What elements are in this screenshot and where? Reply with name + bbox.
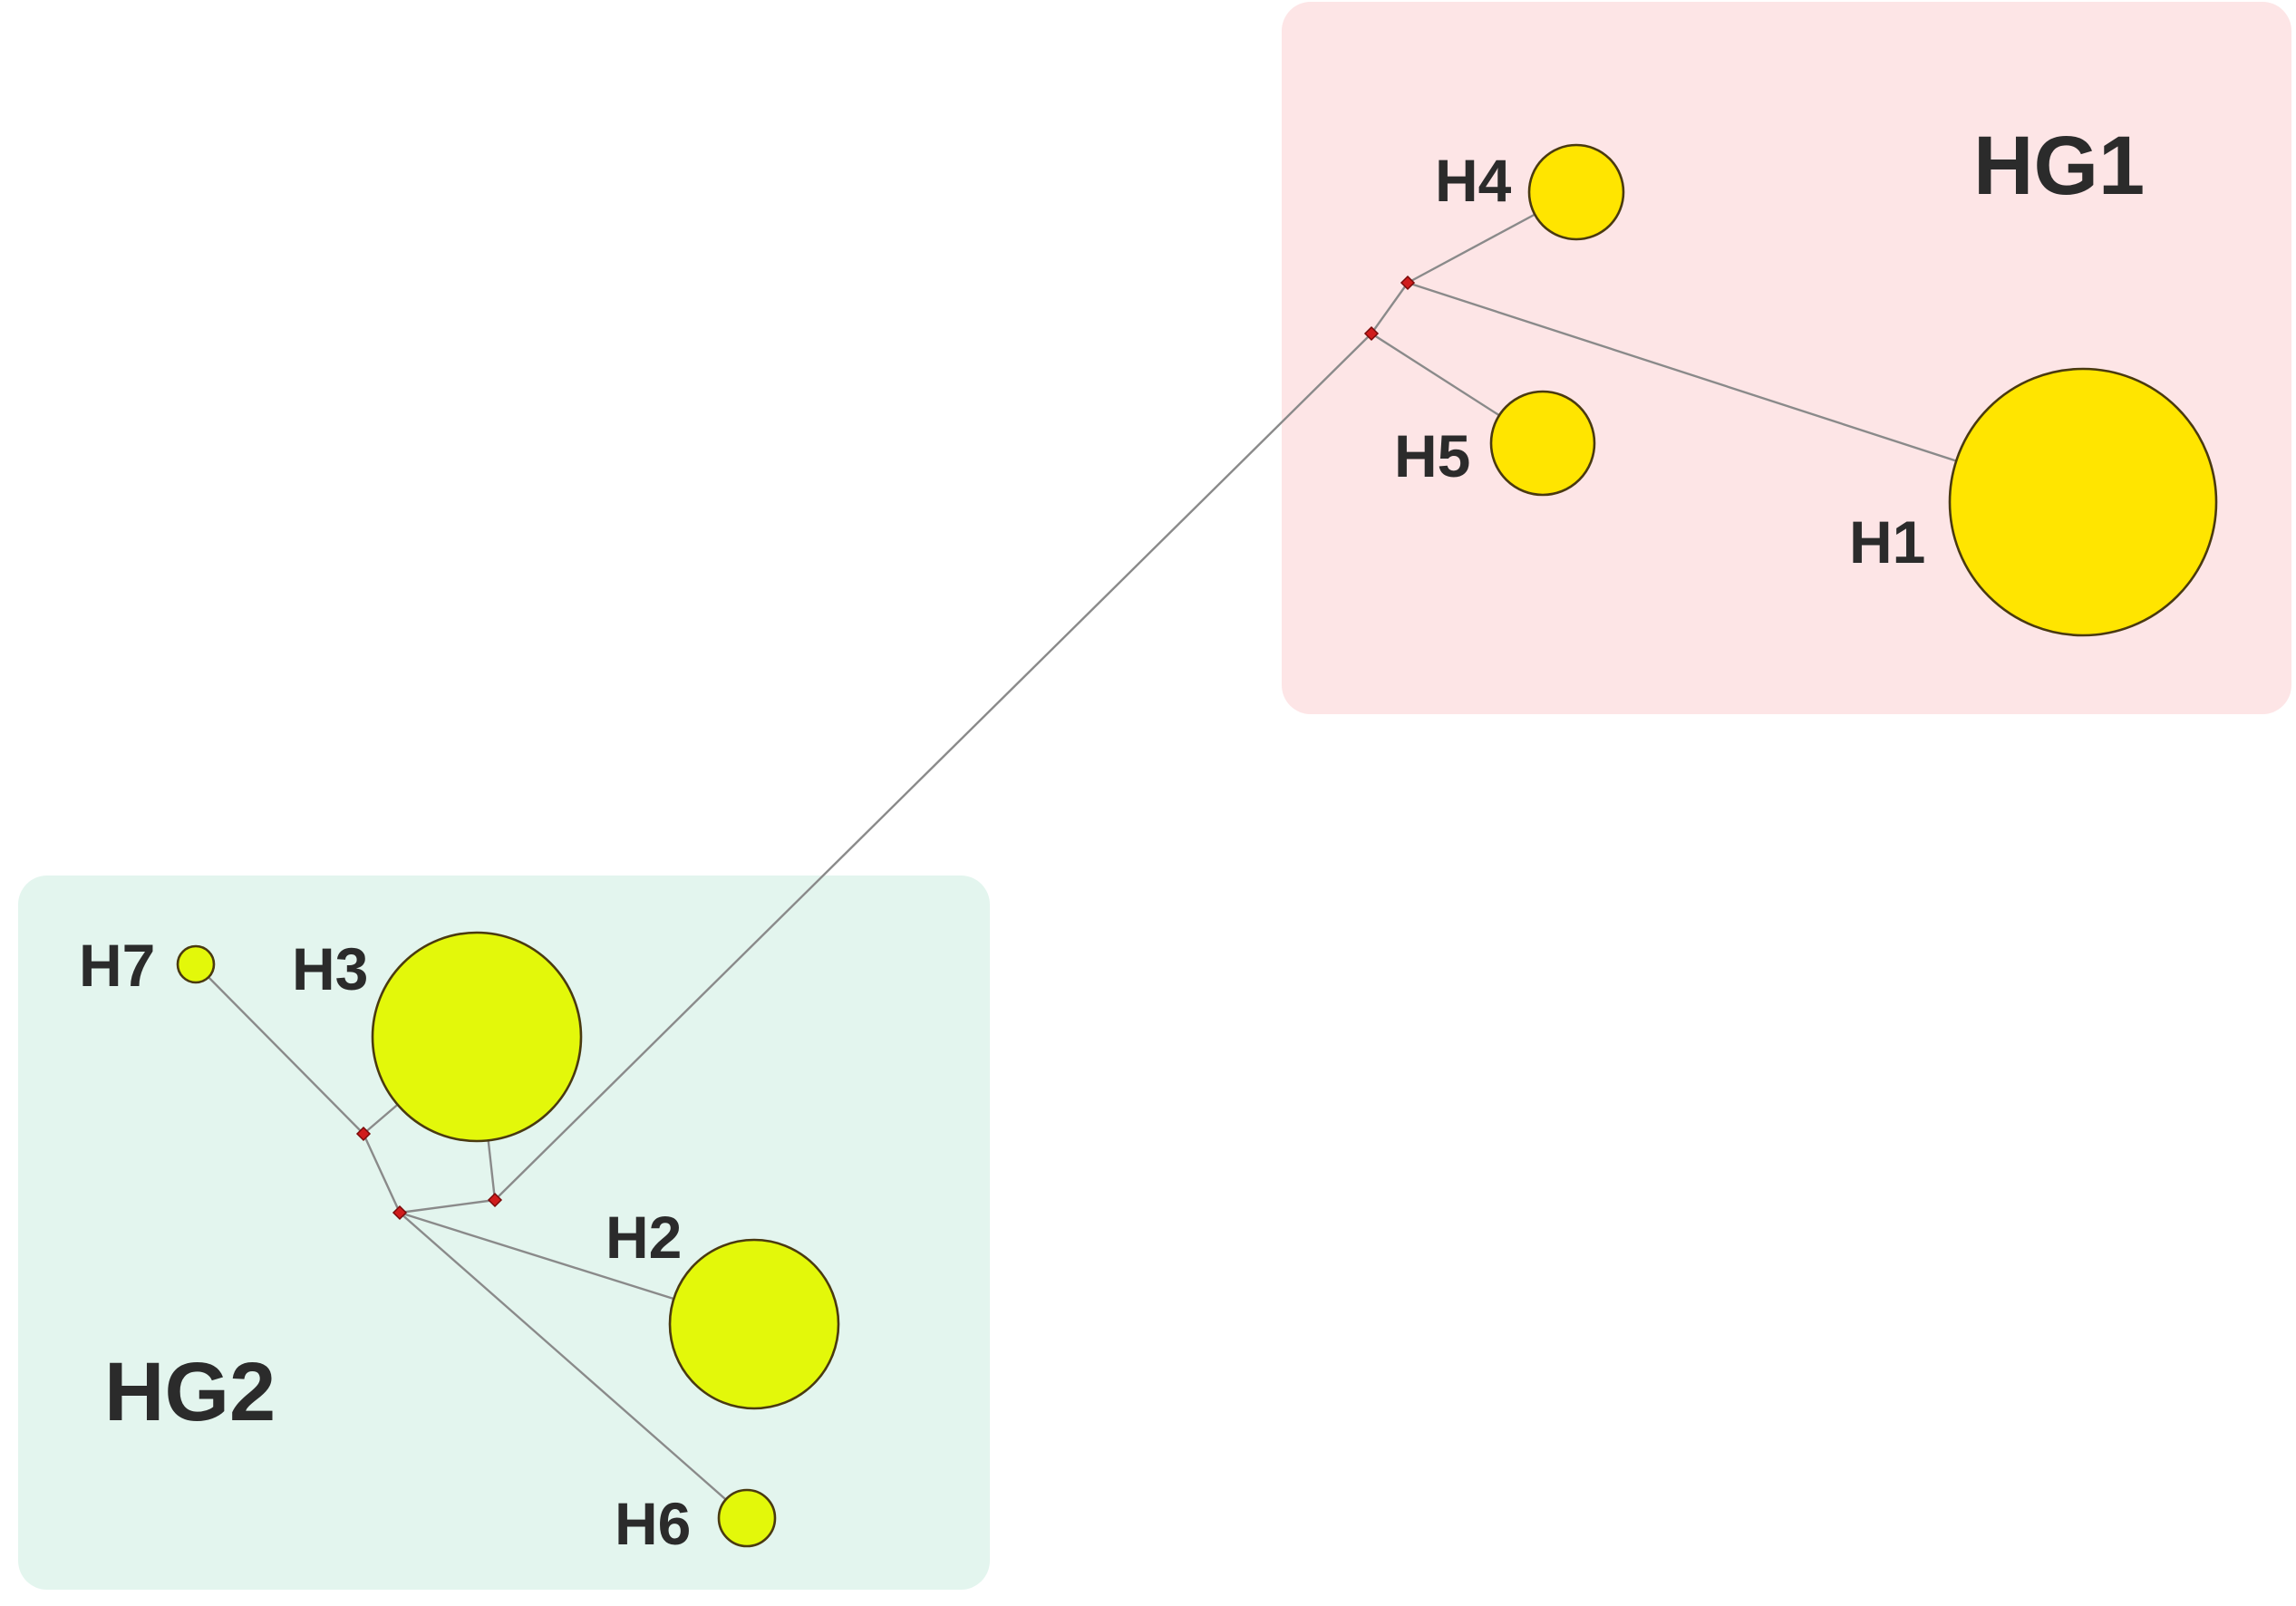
haplotype-label-h6: H6 <box>615 1490 691 1557</box>
haplotype-label-h2: H2 <box>605 1204 682 1271</box>
haplotype-label-h1: H1 <box>1849 508 1925 576</box>
edge-mv4-h6 <box>399 1212 748 1519</box>
haplotype-label-h5: H5 <box>1394 422 1470 489</box>
haplotype-node-h4 <box>1527 143 1625 241</box>
median-vector-mv2 <box>1363 325 1380 342</box>
group-label-hg2: HG2 <box>104 1346 276 1438</box>
median-vectors <box>355 275 1416 1221</box>
haplotype-label-h7: H7 <box>79 932 155 999</box>
haplotype-node-h5 <box>1489 390 1596 497</box>
haplotype-node-h7 <box>176 944 216 984</box>
edge-mv1-mv2 <box>1371 282 1409 334</box>
edge-mv3-mv4 <box>362 1133 402 1214</box>
median-vector-mv5 <box>487 1192 503 1208</box>
haplotype-node-h1 <box>1948 367 2218 637</box>
group-box-hg2 <box>18 876 990 1590</box>
haplotype-label-h4: H4 <box>1435 147 1512 214</box>
median-vector-mv1 <box>1400 275 1416 291</box>
haplotype-nodes <box>176 143 2218 1548</box>
median-vector-mv4 <box>392 1204 408 1221</box>
haplotype-label-h3: H3 <box>292 935 368 1002</box>
group-label-hg1: HG1 <box>1973 120 2145 212</box>
edge-mv4-mv5 <box>399 1198 496 1214</box>
edge-mv2-mv5 <box>494 333 1372 1201</box>
haplotype-node-h6 <box>717 1488 777 1548</box>
haplotype-node-h2 <box>668 1238 840 1410</box>
haplotype-node-h3 <box>371 931 583 1143</box>
group-boxes <box>18 2 2291 1590</box>
group-labels: HG1 HG2 <box>104 120 2145 1438</box>
median-vector-mv3 <box>355 1126 372 1142</box>
edge-h7-mv3 <box>195 963 364 1135</box>
haplotype-labels: H1 H2 H3 H4 H5 H6 H7 <box>79 147 1925 1557</box>
